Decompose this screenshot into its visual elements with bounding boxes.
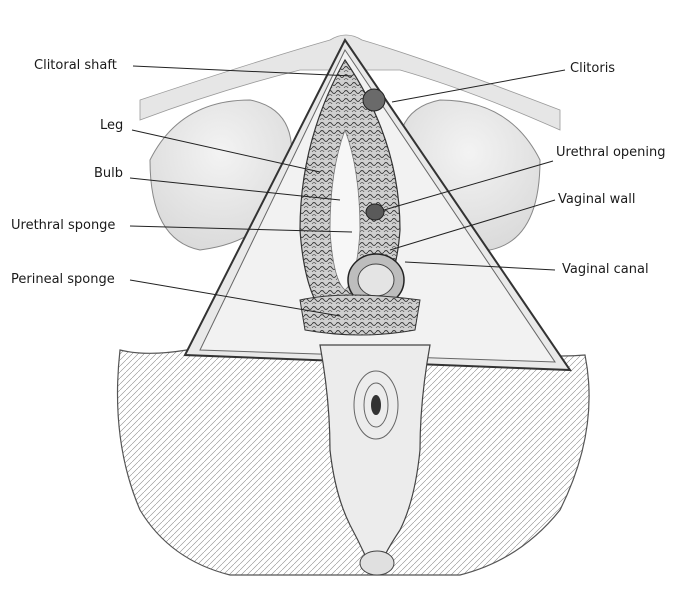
leader-vaginal-wall bbox=[389, 199, 556, 251]
label-perineal-sponge: Perineal sponge bbox=[11, 272, 115, 287]
leader-vaginal-canal bbox=[404, 261, 556, 271]
leader-bulb bbox=[129, 177, 341, 201]
label-urethral-opening: Urethral opening bbox=[556, 145, 666, 160]
label-vaginal-canal: Vaginal canal bbox=[562, 262, 649, 277]
leader-lines bbox=[129, 65, 566, 317]
coccyx bbox=[359, 550, 395, 576]
label-clitoris: Clitoris bbox=[570, 61, 616, 76]
label-urethral-sponge: Urethral sponge bbox=[11, 218, 116, 233]
leader-urethral-sponge bbox=[129, 225, 353, 233]
clitoris-glans bbox=[362, 88, 386, 112]
anus-mark bbox=[371, 395, 381, 415]
leader-clitoral-shaft bbox=[132, 65, 353, 77]
vestibule bbox=[329, 128, 361, 291]
label-leg: Leg bbox=[100, 118, 124, 133]
label-clitoral-shaft: Clitoral shaft bbox=[34, 58, 117, 73]
urethral-opening-mark bbox=[365, 203, 385, 221]
label-bulb: Bulb bbox=[94, 166, 124, 181]
leader-urethral-opening bbox=[383, 160, 554, 211]
leader-leg bbox=[131, 129, 321, 173]
perineal-sponge-tissue bbox=[299, 294, 421, 336]
leader-clitoris bbox=[391, 69, 566, 103]
label-vaginal-wall: Vaginal wall bbox=[558, 192, 636, 207]
leader-perineal-sponge bbox=[129, 279, 341, 317]
